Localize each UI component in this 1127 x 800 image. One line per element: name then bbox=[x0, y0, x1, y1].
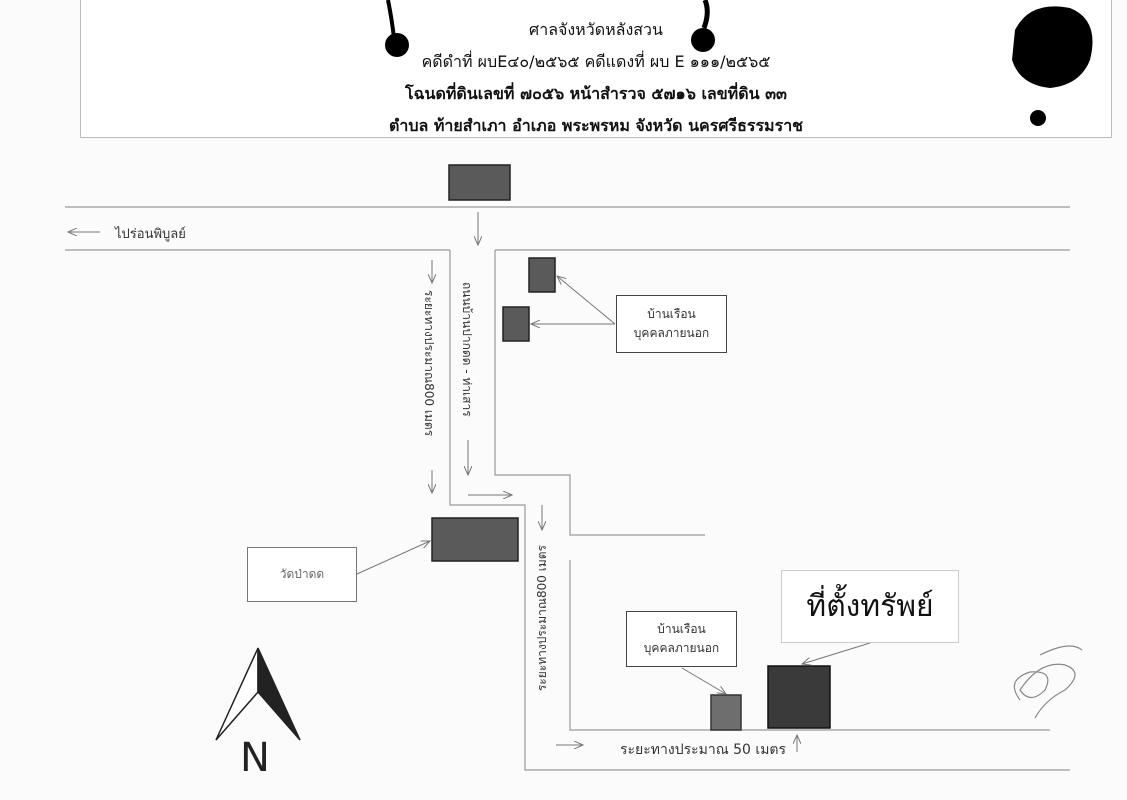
direction-label: ไปร่อนพิบูลย์ bbox=[115, 227, 186, 242]
road-arrows bbox=[68, 212, 797, 752]
houses-bottom-label-1: บ้านเรือน bbox=[657, 621, 706, 636]
north-arrow-icon bbox=[215, 647, 301, 741]
temple-label: วัดป่าดด bbox=[279, 566, 325, 581]
case-numbers: คดีดำที่ ผบE๔๐/๒๕๖๕ คดีแดงที่ ผบ E ๑๑๑/๒… bbox=[421, 52, 771, 71]
location-info: ตำบล ท้ายสำเภา อำเภอ พระพรหม จังหวัด นคร… bbox=[388, 116, 804, 135]
house-top-1 bbox=[528, 257, 556, 293]
main-road bbox=[65, 206, 1070, 251]
houses-bottom-label-2: บุคคลภายนอก bbox=[643, 641, 720, 655]
property-label: ที่ตั้งทรัพย์ bbox=[806, 588, 934, 624]
deed-info: โฉนดที่ดินเลขที่ ๗๐๕๖ หน้าสำรวจ ๕๗๑๖ เลข… bbox=[405, 84, 787, 103]
ink-blot-left bbox=[385, 0, 409, 57]
north-label: N bbox=[240, 735, 270, 781]
court-name: ศาลจังหวัดหลังสวน bbox=[529, 20, 663, 39]
building-top bbox=[448, 164, 511, 201]
road-name-label: ถนนบ้านปากดด - ท่าเสาร bbox=[460, 282, 474, 417]
house-bottom bbox=[710, 694, 742, 731]
property-building bbox=[767, 665, 831, 729]
property-callout: ที่ตั้งทรัพย์ bbox=[781, 570, 959, 643]
houses-bottom-callout: บ้านเรือน บุคคลภายนอก bbox=[626, 611, 737, 667]
ink-blot-middle bbox=[691, 0, 715, 52]
temple-building bbox=[431, 517, 519, 562]
signature-mark bbox=[1013, 645, 1083, 719]
header-box: ศาลจังหวัดหลังสวน คดีดำที่ ผบE๔๐/๒๕๖๕ คด… bbox=[80, 0, 1112, 138]
distance-label-left: ระยะทางประมาณ800 เมตร bbox=[422, 290, 436, 437]
temple-callout: วัดป่าดด bbox=[247, 547, 357, 602]
callout-pointers bbox=[356, 276, 871, 694]
distance-label-right: ระยะทางประมาณ800 เมตร bbox=[535, 545, 549, 692]
distance-50-label: ระยะทางประมาณ 50 เมตร bbox=[620, 742, 787, 758]
houses-top-label-2: บุคคลภายนอก bbox=[633, 326, 710, 340]
side-road bbox=[449, 250, 1070, 771]
houses-top-label-1: บ้านเรือน bbox=[647, 306, 696, 321]
house-top-2 bbox=[502, 306, 530, 342]
ink-blot-right bbox=[1012, 6, 1093, 126]
houses-top-callout: บ้านเรือน บุคคลภายนอก bbox=[616, 295, 727, 353]
